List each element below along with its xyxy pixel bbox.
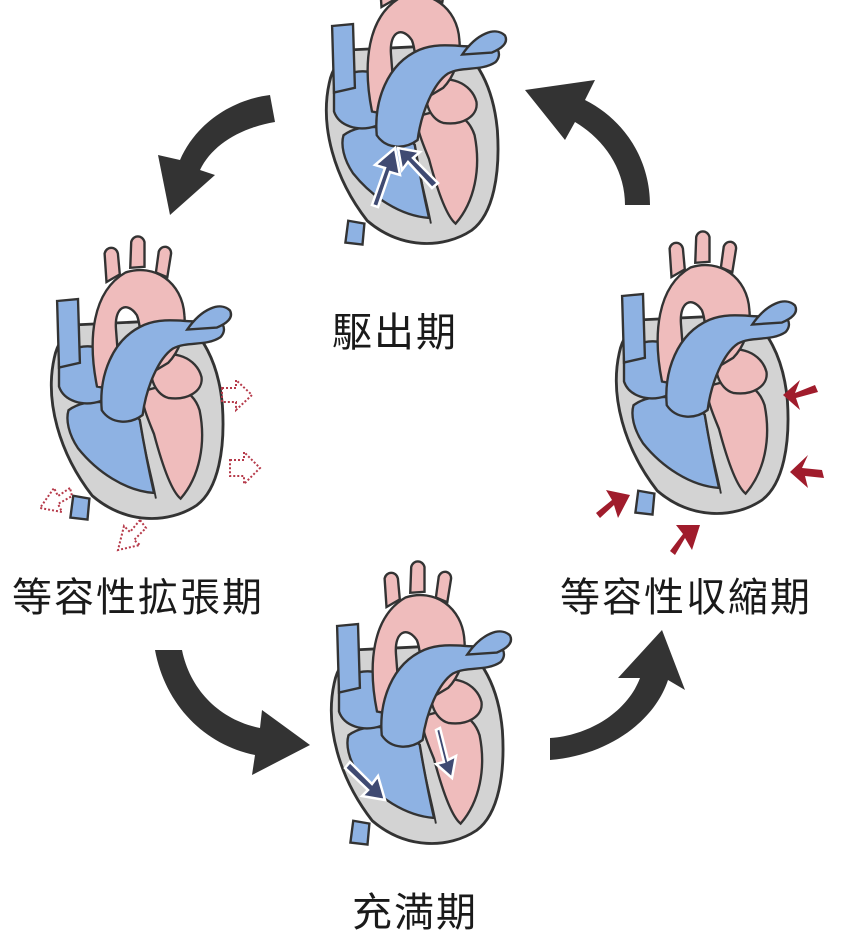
phase-label-ejection: 駆出期	[332, 300, 458, 358]
phase-label-isovolumic-contraction: 等容性収縮期	[560, 565, 812, 623]
phase-label-filling: 充満期	[352, 880, 478, 938]
heart-bottom-filling	[331, 561, 511, 844]
cycle-arrow-bottom-left	[155, 650, 310, 775]
cycle-arrow-top-right	[525, 80, 650, 205]
cycle-arrow-top-left	[158, 95, 275, 215]
heart-right-isovolumic-contraction	[616, 231, 796, 514]
heart-top-ejection	[326, 0, 506, 244]
heart-left-isovolumic-relaxation	[51, 236, 231, 519]
cycle-arrow-bottom-right	[550, 630, 685, 760]
phase-label-isovolumic-relaxation: 等容性拡張期	[12, 565, 264, 623]
